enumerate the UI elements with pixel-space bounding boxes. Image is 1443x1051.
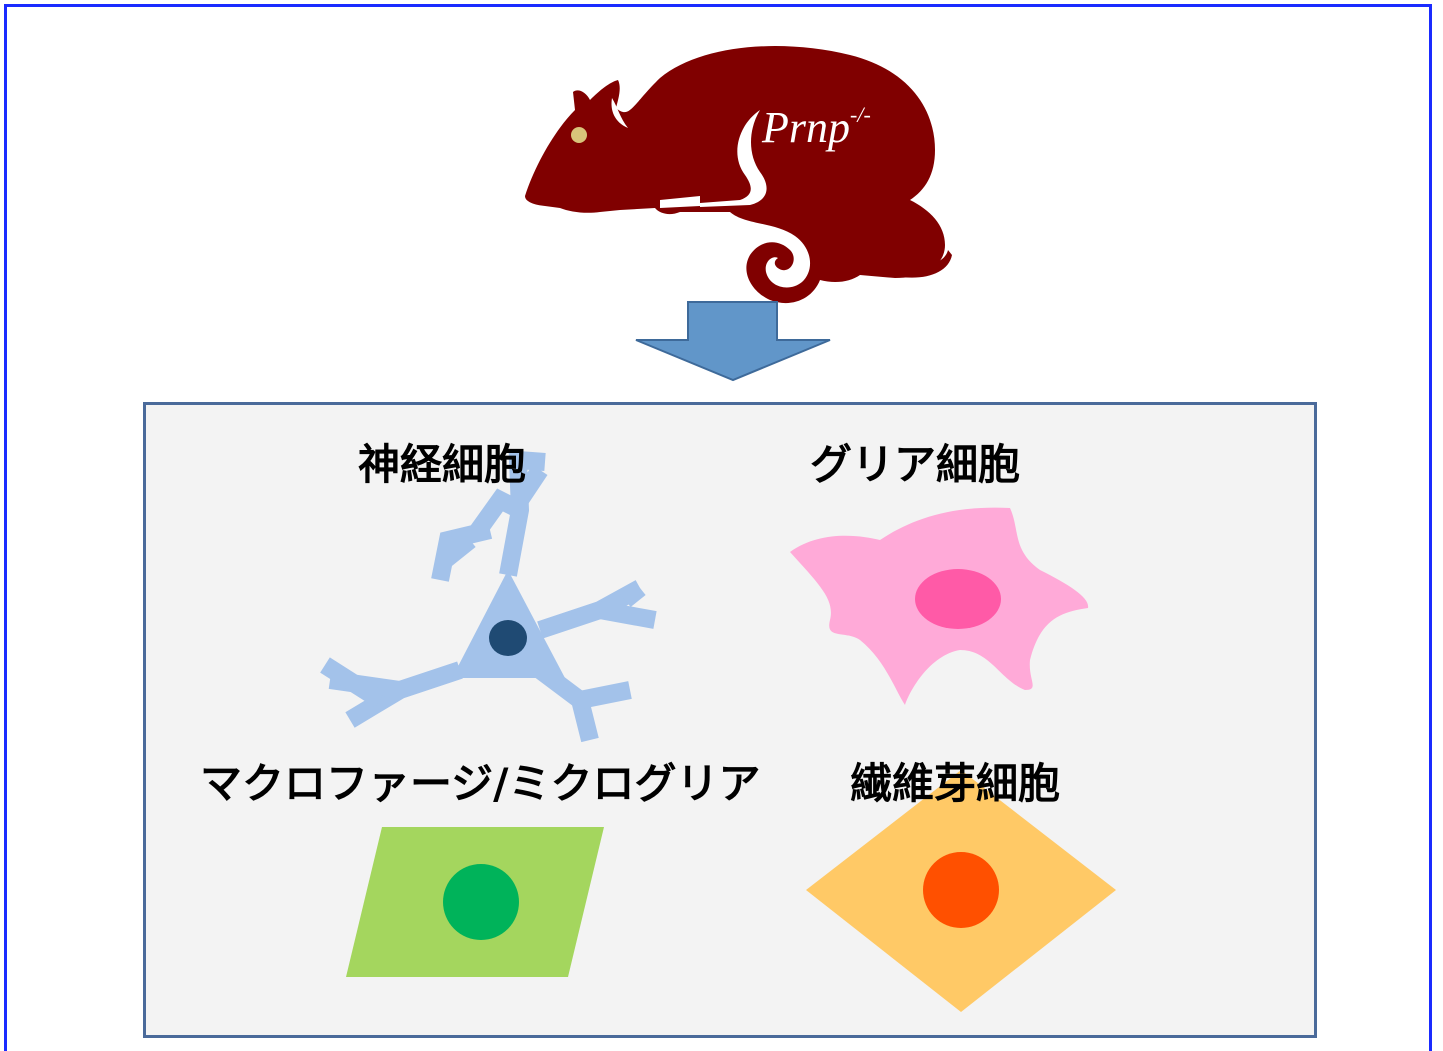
genotype-main: Prnp [761, 103, 850, 152]
down-arrow [635, 301, 831, 382]
glia-nucleus [915, 569, 1001, 629]
neuron-cell [320, 450, 657, 743]
mouse-silhouette [525, 46, 952, 304]
fibroblast-label: 繊維芽細胞 [850, 759, 1061, 808]
neuron-label: 神経細胞 [358, 440, 527, 489]
fibroblast-nucleus [923, 852, 999, 928]
macrophage-nucleus [443, 864, 519, 940]
macrophage-label: マクロファージ/ミクログリア [200, 759, 761, 808]
outer-frame [4, 4, 1432, 1051]
neuron-nucleus [489, 620, 527, 656]
genotype-superscript: -/- [850, 102, 871, 127]
cell-types-panel [143, 402, 1317, 1038]
mouse-genotype-label: Prnp-/- [761, 102, 871, 152]
glia-label: グリア細胞 [810, 440, 1021, 489]
